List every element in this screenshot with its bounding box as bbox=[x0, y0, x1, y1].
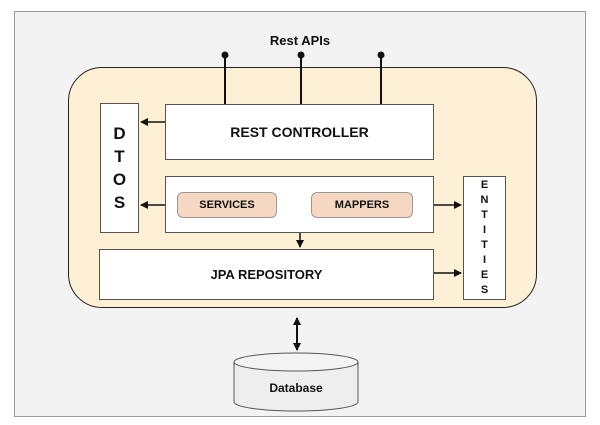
rest-api-endpoints bbox=[221, 51, 385, 104]
entities-letter: T bbox=[481, 239, 488, 251]
entities-box: E N T I T I E S bbox=[463, 176, 506, 300]
mappers-label: MAPPERS bbox=[334, 199, 390, 211]
services-pill: SERVICES bbox=[177, 192, 277, 218]
dtos-letter: D bbox=[113, 124, 126, 143]
api-endpoint-dot bbox=[297, 51, 305, 59]
rest-controller-label: REST CONTROLLER bbox=[230, 124, 369, 140]
diagram-title: Rest APIs bbox=[269, 33, 331, 48]
entities-letter: I bbox=[482, 224, 487, 236]
database-cylinder bbox=[233, 352, 359, 412]
entities-letter: E bbox=[480, 269, 489, 281]
jpa-repository-box: JPA REPOSITORY bbox=[99, 249, 434, 300]
mappers-pill: MAPPERS bbox=[311, 192, 413, 218]
entities-letter: I bbox=[482, 254, 487, 266]
api-endpoint-dot bbox=[221, 51, 229, 59]
jpa-repository-label: JPA REPOSITORY bbox=[210, 267, 323, 282]
dtos-letter: S bbox=[113, 193, 126, 212]
entities-letter: E bbox=[480, 179, 489, 191]
entities-letter: T bbox=[481, 209, 488, 221]
database-label: Database bbox=[269, 381, 323, 395]
dtos-letter: O bbox=[112, 170, 127, 189]
entities-letter: N bbox=[480, 194, 489, 206]
dtos-letter: T bbox=[114, 147, 125, 166]
services-label: SERVICES bbox=[199, 199, 255, 211]
rest-controller-box: REST CONTROLLER bbox=[165, 104, 434, 160]
dtos-box: D T O S bbox=[100, 103, 139, 233]
api-endpoint-dot bbox=[377, 51, 385, 59]
entities-letter: S bbox=[480, 284, 489, 296]
